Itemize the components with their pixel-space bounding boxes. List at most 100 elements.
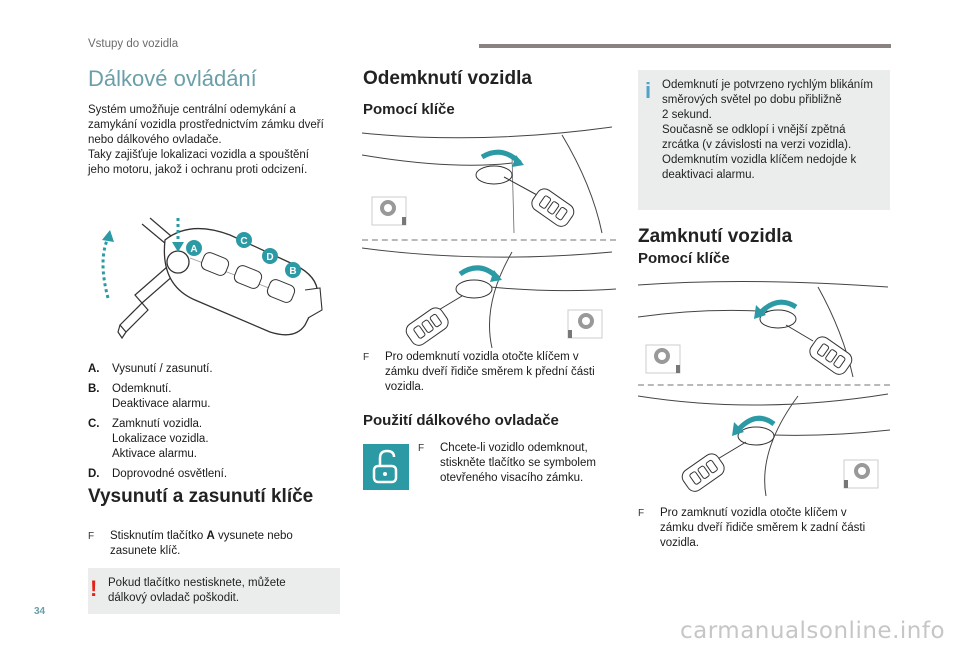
arrow-head-icon [490, 270, 502, 282]
info-line: Odemknutí je potvrzeno rychlým blikáním [662, 79, 873, 91]
step-text: Chcete-li vozidlo odemknout, stiskněte t… [440, 441, 596, 486]
warning-icon: ! [90, 576, 98, 601]
key-icon [531, 188, 575, 227]
step-bold: A [206, 530, 215, 542]
legend-line: Lokalizace vozidla. [112, 433, 209, 445]
arrow-head-icon [732, 422, 744, 436]
step-line: vozidla. [385, 381, 424, 393]
steering-wheel-icon [645, 344, 681, 374]
illustration-divider [362, 239, 616, 241]
arrow-head-icon [512, 155, 524, 167]
key-icon [405, 307, 449, 346]
step-line: Pro odemknutí vozidla otočte klíčem v [385, 351, 579, 363]
rotate-arrow-icon [758, 299, 798, 315]
legend-text: Doprovodné osvětlení. [112, 467, 227, 482]
step-line: otevřeného visacího zámku. [440, 472, 584, 484]
intro-line: nebo dálkového ovladače. [88, 134, 222, 146]
subheading-with-key-unlock: Pomocí klíče [363, 101, 455, 118]
step-key-extension: F Stisknutím tlačítko A vysunete nebo za… [88, 529, 348, 559]
legend-text: Odemknutí. Deaktivace alarmu. [112, 382, 210, 412]
unlock-padlock-tile [363, 444, 409, 490]
open-padlock-icon [372, 449, 398, 484]
step-suffix: vysunete nebo [214, 530, 293, 542]
rotate-arrow-head-icon [102, 230, 114, 242]
steering-wheel-icon [371, 196, 407, 226]
release-button [166, 250, 190, 274]
legend-text: Zamknutí vozidla. Lokalizace vozidla. Ak… [112, 417, 209, 462]
lock-door-illustration-rhd [638, 393, 890, 497]
header-bar [479, 44, 891, 48]
info-text: Odemknutí je potvrzeno rychlým blikáním … [662, 78, 873, 183]
step-text: Stisknutím tlačítko A vysunete nebo zasu… [110, 529, 293, 559]
subheading-remote-control: Použití dálkového ovladače [363, 412, 559, 429]
legend-list: A. Vysunutí / zasunutí. B. Odemknutí. De… [88, 362, 348, 487]
rotate-arrow-icon [736, 415, 776, 432]
step-line: zámku dveří řidiče směrem k přední části [385, 366, 595, 378]
badge-b-label: B [289, 266, 296, 277]
info-line: Odemknutím vozidla klíčem nedojde k [662, 154, 857, 166]
steering-wheel-icon [567, 309, 603, 339]
key-icon [809, 336, 853, 375]
bullet-arrow-icon: F [638, 508, 645, 519]
info-line: zrcátka (v závislosti na verzi vozidla). [662, 139, 852, 151]
badge-d-label: D [266, 252, 273, 263]
legend-line: Doprovodné osvětlení. [112, 468, 228, 480]
legend-key: B. [88, 383, 100, 395]
legend-text: Vysunutí / zasunutí. [112, 362, 213, 377]
legend-line: Deaktivace alarmu. [112, 398, 211, 410]
info-line: Současně se odklopí i vnější zpětná [662, 124, 846, 136]
info-icon: i [645, 78, 652, 103]
subheading-with-key-lock: Pomocí klíče [638, 250, 730, 267]
legend-key: A. [88, 363, 100, 375]
info-line: směrových světel po dobu přibližně [662, 94, 842, 106]
step-lock-key: F Pro zamknutí vozidla otočte klíčem v z… [638, 506, 898, 551]
heading-unlock: Odemknutí vozidla [363, 68, 532, 89]
intro-text: Systém umožňuje centrální odemykání a za… [88, 103, 348, 178]
rotate-arrow-icon [101, 237, 110, 299]
legend-item: D. Doprovodné osvětlení. [88, 467, 348, 482]
badge-b: B [285, 262, 301, 278]
badge-a-label: A [190, 244, 197, 255]
step-prefix: Stisknutím tlačítko [110, 530, 207, 542]
watermark: carmanualsonline.info [680, 618, 946, 644]
page-title: Dálkové ovládání [88, 66, 257, 91]
badge-d: D [262, 248, 278, 264]
arrow-head-icon [754, 305, 766, 319]
warning-line: Pokud tlačítko nestisknete, můžete [108, 577, 286, 589]
intro-line: Systém umožňuje centrální odemykání a [88, 104, 296, 116]
press-arrow-head-icon [172, 242, 184, 252]
warning-text: Pokud tlačítko nestisknete, můžete dálko… [108, 576, 286, 606]
step-line: vozidla. [660, 537, 699, 549]
heading-key-extension: Vysunutí a zasunutí klíče [88, 486, 314, 507]
steering-wheel-icon [843, 459, 879, 489]
legend-line: Zamknutí vozidla. [112, 418, 203, 430]
key-icon [681, 453, 725, 492]
step-line: stiskněte tlačítko se symbolem [440, 457, 596, 469]
badge-a: A [186, 240, 202, 256]
step-text: Pro zamknutí vozidla otočte klíčem v zám… [660, 506, 865, 551]
bullet-arrow-icon: F [88, 531, 95, 542]
step-unlock-remote: F Chcete-li vozidlo odemknout, stiskněte… [418, 441, 628, 486]
key-fob-illustration: A C D B [101, 217, 323, 340]
step-line: Chcete-li vozidlo odemknout, [440, 442, 588, 454]
lock-door-illustration [638, 280, 889, 378]
step-line: zámku dveří řidiče směrem k zadní části [660, 522, 866, 534]
badge-c: C [236, 232, 252, 248]
bullet-arrow-icon: F [363, 352, 370, 363]
legend-key: C. [88, 418, 100, 430]
warning-box: ! Pokud tlačítko nestisknete, můžete dál… [88, 568, 340, 614]
intro-line: jeho motoru, jakož i ochranu proti odciz… [88, 164, 308, 176]
unlock-door-illustration [362, 126, 613, 234]
legend-line: Aktivace alarmu. [112, 448, 198, 460]
section-title: Vstupy do vozidla [88, 38, 179, 50]
step-line: Pro zamknutí vozidla otočte klíčem v [660, 507, 847, 519]
warning-line: dálkový ovladač poškodit. [108, 592, 240, 604]
step-unlock-key: F Pro odemknutí vozidla otočte klíčem v … [363, 350, 623, 395]
legend-item: C. Zamknutí vozidla. Lokalizace vozidla.… [88, 417, 348, 462]
heading-lock: Zamknutí vozidla [638, 226, 793, 247]
legend-item: B. Odemknutí. Deaktivace alarmu. [88, 382, 348, 412]
illustration-divider [638, 384, 890, 386]
legend-line: Vysunutí / zasunutí. [112, 363, 213, 375]
page-number: 34 [34, 606, 46, 617]
legend-item: A. Vysunutí / zasunutí. [88, 362, 348, 377]
